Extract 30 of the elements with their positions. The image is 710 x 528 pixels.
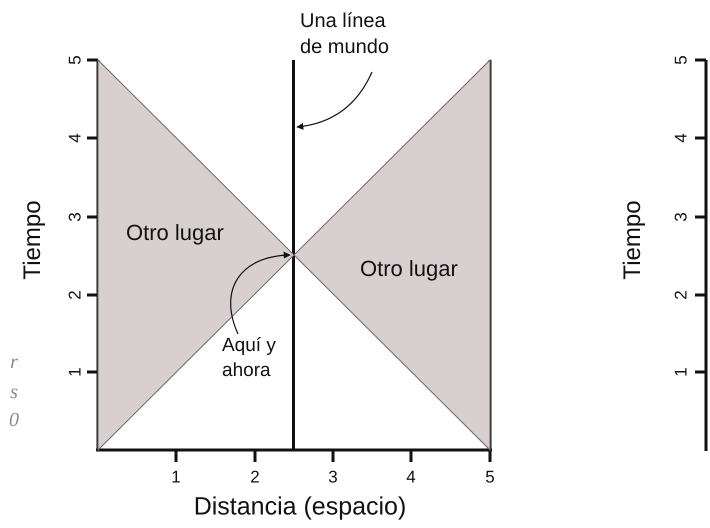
callout-text: Una línea de mundo (300, 8, 410, 72)
tick-label: 5 (485, 468, 495, 488)
tick-label: 5 (672, 55, 692, 65)
callout-text: Aquí y ahora (222, 334, 294, 394)
leader-line (230, 252, 291, 334)
tick-label: 1 (672, 367, 692, 377)
cropped-text: 0 (9, 409, 19, 431)
tick-label: 4 (406, 468, 416, 488)
shaded-region (98, 60, 294, 450)
shaded-region (294, 60, 490, 450)
tick-label: 2 (66, 290, 86, 300)
tick-label: 1 (66, 367, 86, 377)
tick-label: 3 (328, 468, 338, 488)
tick-label: 5 (66, 55, 86, 65)
tick-label: 1 (171, 468, 181, 488)
region-label: Otro lugar (126, 220, 224, 246)
leader-line (296, 72, 373, 130)
tick-label: 3 (672, 212, 692, 222)
world-line (292, 60, 295, 450)
tick-label: 4 (66, 133, 86, 143)
axis-title: Distancia (espacio) (194, 493, 406, 521)
axis-title: Tiempo (620, 200, 646, 280)
tick-label: 2 (250, 468, 260, 488)
tick-label: 3 (66, 212, 86, 222)
cropped-text: r (10, 351, 18, 373)
tick-label: 2 (672, 290, 692, 300)
tick-label: 4 (672, 133, 692, 143)
axis-title: Tiempo (20, 200, 46, 280)
region-label: Otro lugar (360, 256, 458, 282)
cropped-text: s (10, 381, 18, 403)
